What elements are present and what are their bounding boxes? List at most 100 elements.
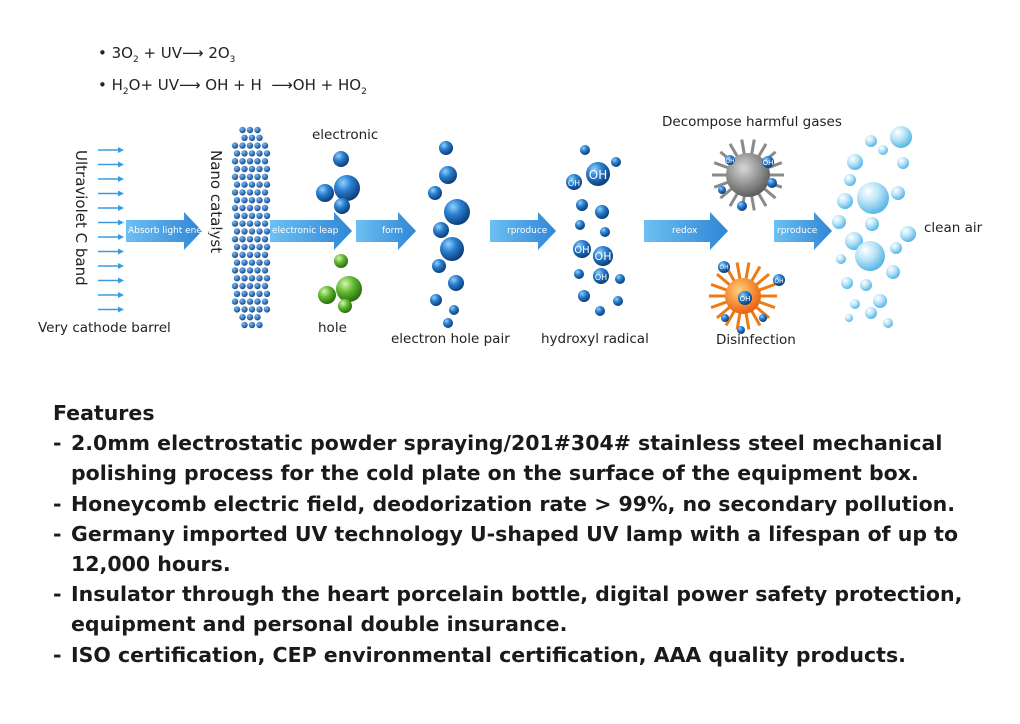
molecule-ball — [595, 205, 609, 219]
molecule-ball — [449, 305, 459, 315]
clean-air-bubble — [847, 154, 863, 170]
catalyst-dot — [263, 306, 271, 313]
clean-air-bubble — [841, 277, 853, 289]
clean-air-bubble — [855, 241, 885, 271]
catalyst-dot — [239, 282, 246, 290]
uv-ray-head — [118, 147, 124, 153]
catalyst-dot — [241, 259, 248, 266]
catalyst-dot — [263, 259, 271, 266]
catalyst-dot — [231, 282, 239, 290]
catalyst-dot — [233, 228, 241, 235]
molecule-ball — [600, 227, 610, 237]
catalyst-dot — [241, 290, 248, 297]
catalyst-dot — [241, 306, 248, 313]
molecule-ball — [333, 151, 349, 167]
uv-light-arrows — [98, 147, 124, 313]
uv-ray-head — [118, 219, 124, 226]
catalyst-dot — [241, 321, 248, 329]
oh-label: OH — [595, 273, 607, 282]
process-arrow — [270, 212, 352, 250]
molecule-ball — [593, 268, 609, 284]
feature-text: ISO certification, CEP environmental cer… — [71, 642, 906, 667]
molecule-ball — [448, 275, 464, 291]
clean-air-bubble — [891, 186, 905, 200]
features-section: Features - 2.0mm electrostatic powder sp… — [53, 398, 993, 670]
catalyst-dot — [233, 165, 241, 173]
uv-band-label: Ultraviolet C band — [72, 150, 90, 286]
catalyst-dot — [254, 126, 261, 134]
catalyst-dot — [263, 181, 271, 188]
catalyst-dot — [241, 134, 248, 141]
molecule-ball — [721, 314, 729, 322]
arrow-form-label: form — [382, 226, 403, 236]
molecule-ball — [578, 290, 590, 302]
catalyst-dot — [256, 259, 263, 266]
clean-air-bubble — [836, 254, 846, 264]
molecule-ball — [759, 314, 767, 322]
catalyst-dot — [241, 150, 248, 157]
molecule-ball — [737, 201, 747, 211]
catalyst-dot — [239, 251, 246, 258]
hydroxyl-radical-label: hydroxyl radical — [541, 331, 649, 347]
catalyst-dot — [239, 189, 246, 196]
catalyst-dot — [254, 282, 261, 290]
catalyst-dot — [256, 290, 263, 297]
catalyst-dot — [261, 267, 269, 274]
catalyst-dot — [256, 228, 263, 235]
catalyst-dot — [231, 142, 239, 149]
catalyst-dot — [248, 321, 256, 329]
equation-ozone: • 3O2 + UV⟶ 2O3 — [98, 44, 236, 65]
hole-label: hole — [318, 320, 347, 336]
molecule-ball — [336, 276, 362, 302]
catalyst-dot — [254, 189, 261, 196]
catalyst-dot — [231, 158, 239, 165]
catalyst-dot — [263, 290, 271, 297]
catalyst-dot — [263, 228, 271, 235]
feature-item: - Insulator through the heart porcelain … — [53, 582, 963, 637]
uv-ray-head — [118, 161, 124, 168]
catalyst-dot — [261, 251, 269, 258]
catalyst-dot — [248, 134, 256, 141]
catalyst-dot — [239, 314, 246, 321]
catalyst-dot — [239, 204, 246, 212]
molecule-ball — [595, 306, 605, 316]
process-arrow — [490, 212, 556, 250]
clean-air-bubble — [850, 299, 860, 309]
molecule-ball — [334, 175, 360, 201]
catalyst-dot — [246, 298, 254, 305]
oh-label: OH — [568, 179, 580, 188]
arrow-produce-label: rproduce — [507, 226, 548, 236]
arrow-redox-label: redox — [672, 226, 698, 236]
catalyst-dot — [241, 197, 248, 204]
molecule-ball — [444, 199, 470, 225]
molecule-ball — [575, 220, 585, 230]
catalyst-dot — [239, 267, 246, 274]
catalyst-dot — [231, 204, 239, 212]
feature-item: - ISO certification, CEP environmental c… — [53, 642, 906, 667]
catalyst-dot — [246, 236, 254, 243]
catalyst-dot — [248, 275, 256, 282]
oh-label: OH — [774, 278, 783, 285]
uv-ray-head — [118, 234, 124, 240]
virus-core — [726, 153, 770, 197]
feature-text: Insulator through the heart porcelain bo… — [71, 582, 963, 637]
molecule-ball — [586, 162, 610, 186]
molecule-ball — [718, 261, 730, 273]
catalyst-dot — [256, 165, 263, 173]
uv-ray-head — [118, 292, 124, 298]
clean-air-bubble — [900, 226, 916, 242]
clean-air-bubble — [845, 314, 853, 322]
electronic-label: electronic — [312, 127, 379, 143]
catalyst-dot — [246, 189, 254, 196]
catalyst-dot — [246, 158, 254, 165]
catalyst-dot — [241, 275, 248, 282]
catalyst-dot — [261, 204, 269, 212]
catalyst-dot — [248, 290, 256, 297]
catalyst-dot — [246, 251, 254, 258]
catalyst-dot — [233, 290, 241, 297]
arrow-absorb-label: Absorb light energy — [128, 226, 217, 236]
catalyst-dot — [231, 173, 239, 180]
arrow-leap-label: electronic leap — [272, 226, 339, 236]
molecule-ball — [767, 178, 777, 188]
feature-text: Germany imported UV technology U-shaped … — [71, 521, 959, 577]
